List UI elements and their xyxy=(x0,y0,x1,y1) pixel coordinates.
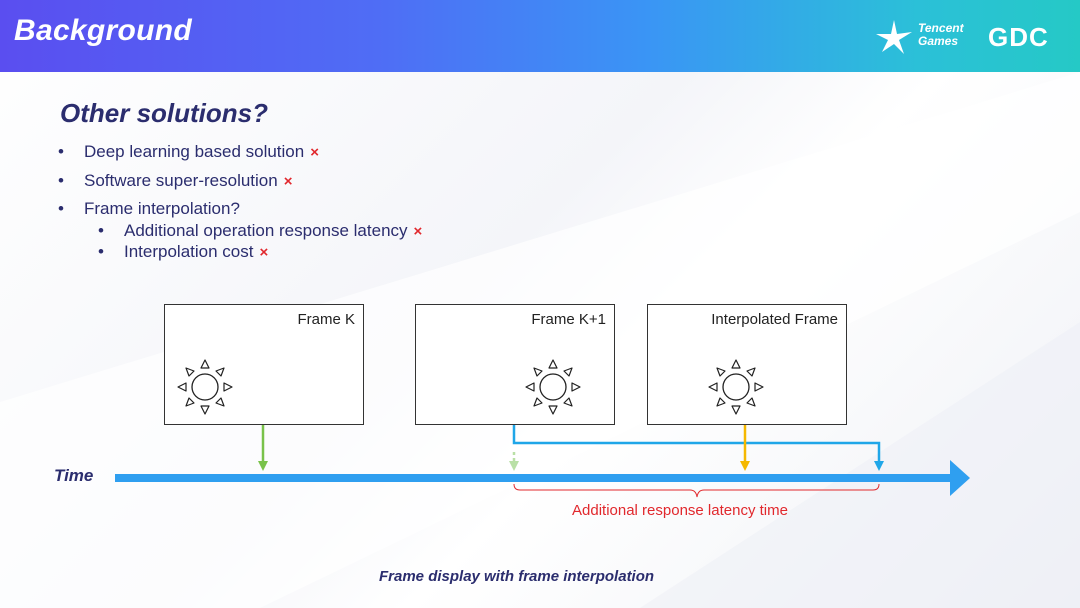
frame-label: Interpolated Frame xyxy=(711,311,838,328)
time-axis-arrow xyxy=(115,460,970,496)
frame-k1-original-arrow xyxy=(509,452,519,471)
interpolated-frame-box: Interpolated Frame xyxy=(647,304,847,425)
bullet-dot: • xyxy=(98,221,104,240)
reject-mark: × xyxy=(310,144,319,161)
frame-k1-delayed-arrow xyxy=(512,425,884,471)
reject-mark: × xyxy=(283,173,293,190)
frame-label: Frame K+1 xyxy=(531,311,606,328)
latency-brace xyxy=(513,483,880,498)
brand-text: Tencent Games xyxy=(918,22,964,48)
reject-mark: × xyxy=(259,244,269,261)
frame-label: Frame K xyxy=(297,311,355,328)
reject-mark: × xyxy=(413,223,423,240)
sun-icon xyxy=(708,359,764,415)
frame-k-display-arrow xyxy=(258,425,268,471)
frame-k1-box: Frame K+1 xyxy=(415,304,615,425)
page-title: Background xyxy=(14,14,193,47)
brand-line2: Games xyxy=(918,34,959,48)
tencent-star-icon xyxy=(876,20,912,54)
diagram-caption: Frame display with frame interpolation xyxy=(379,568,655,585)
header-bar: Background Tencent Games GDC xyxy=(0,0,1080,72)
bullet-text: Software super-resolution xyxy=(84,171,278,190)
latency-label: Additional response latency time xyxy=(572,502,788,519)
bullet-dot: • xyxy=(58,199,64,218)
bullet-text: Additional operation response latency xyxy=(124,221,408,240)
gdc-logo: GDC xyxy=(988,22,1049,52)
interpolated-frame-arrow xyxy=(740,425,750,471)
time-axis-label: Time xyxy=(54,466,94,485)
sun-icon xyxy=(525,359,581,415)
brand-line1: Tencent xyxy=(918,21,964,35)
frame-k-box: Frame K xyxy=(164,304,364,425)
bullet-dot: • xyxy=(58,142,64,161)
bullet-dot: • xyxy=(98,242,104,261)
bullet-text: Deep learning based solution xyxy=(84,142,305,161)
sun-icon xyxy=(177,359,233,415)
tencent-games-logo: Tencent Games xyxy=(874,18,974,58)
bullet-dot: • xyxy=(58,171,64,190)
bullet-text: Interpolation cost xyxy=(124,242,254,261)
bullet-text: Frame interpolation? xyxy=(84,199,240,218)
section-title: Other solutions? xyxy=(60,98,268,128)
